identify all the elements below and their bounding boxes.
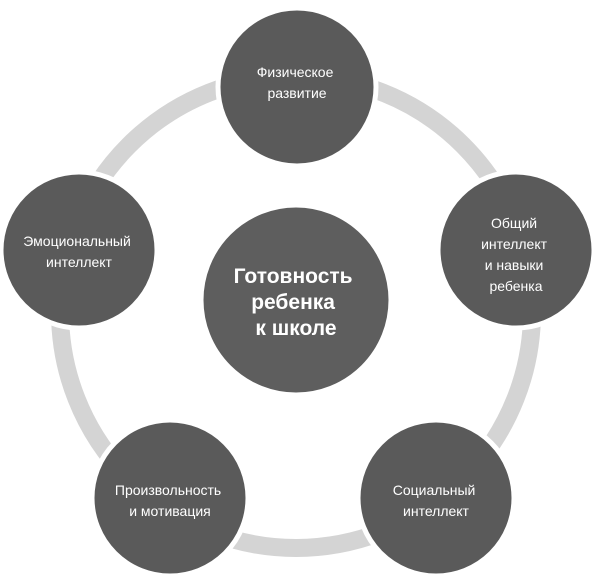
node-label-line: развитие [267, 85, 326, 101]
node-label-line: Общий [491, 215, 537, 231]
node-label: Социальный интеллект [393, 482, 480, 519]
node-volition-motivation: Произвольность и мотивация [89, 417, 251, 579]
node-label-line: ребенка [489, 278, 542, 294]
node-label-line: Произвольность [115, 482, 221, 498]
node-social-intellect: Социальный интеллект [355, 417, 517, 579]
center-label-line: Готовность [234, 265, 353, 288]
node-label: Общий интеллект и навыки ребенка [481, 215, 551, 294]
node-label: Эмоциональный интеллект [23, 233, 134, 270]
node-label: Физическое развитие [257, 64, 338, 101]
node-label-line: интеллект [403, 503, 470, 519]
center-label-line: ребенка [251, 291, 335, 314]
node-label-line: Эмоциональный [23, 233, 131, 249]
node-label-line: интеллект [46, 254, 113, 270]
center-label: Готовность ребенка к школе [234, 265, 359, 340]
node-general-intellect: Общий интеллект и навыки ребенка [435, 169, 597, 331]
node-label-line: Физическое [257, 64, 334, 80]
node-label-line: Социальный [393, 482, 476, 498]
center-circle: Готовность ребенка к школе [198, 202, 394, 398]
node-label-line: интеллект [481, 236, 548, 252]
node-emotional-intellect: Эмоциональный интеллект [0, 169, 160, 331]
node-label-line: и навыки [485, 257, 544, 273]
node-physical-development: Физическое развитие [215, 5, 379, 169]
center-label-line: к школе [255, 317, 336, 340]
node-label-line: и мотивация [129, 503, 211, 519]
node-label: Произвольность и мотивация [115, 482, 225, 519]
